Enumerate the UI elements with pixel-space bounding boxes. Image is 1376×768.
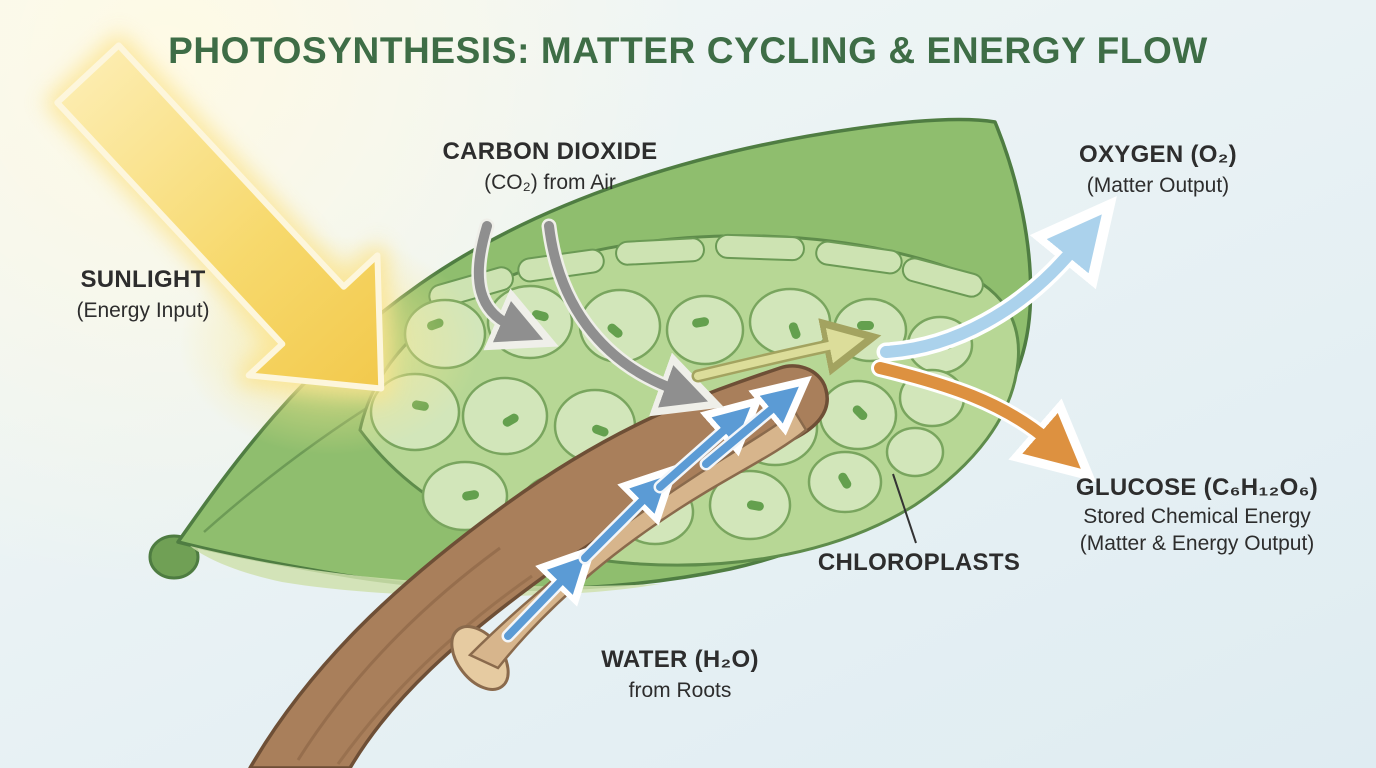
stem-grain-2 xyxy=(336,574,533,765)
carbon-dioxide-name: CARBON DIOXIDE xyxy=(442,138,658,165)
carbon-dioxide-sub: (CO₂) from Air xyxy=(484,171,616,194)
label-glucose: GLUCOSE (C₆H₁₂O₆) Stored Chemical Energy… xyxy=(1027,474,1367,556)
stem-grain-1 xyxy=(296,546,501,761)
oxygen-arrow xyxy=(876,196,1117,362)
water-sub: from Roots xyxy=(628,679,732,702)
glucose-arrow xyxy=(871,359,1097,483)
chloroplast-pointer-line xyxy=(892,473,917,544)
label-oxygen: OXYGEN (O₂) (Matter Output) xyxy=(1023,141,1293,198)
label-carbon-dioxide: CARBON DIOXIDE (CO₂) from Air xyxy=(395,138,705,195)
glucose-sub2: (Matter & Energy Output) xyxy=(1079,532,1315,555)
sunlight-arrow xyxy=(46,34,480,455)
label-water: WATER (H₂O) from Roots xyxy=(545,646,815,703)
oxygen-name: OXYGEN (O₂) xyxy=(1079,141,1237,168)
leaf-underside-strip xyxy=(190,546,660,597)
glucose-sub1: Stored Chemical Energy xyxy=(1083,505,1311,528)
oxygen-sub: (Matter Output) xyxy=(1086,174,1230,197)
sunlight-sub: (Energy Input) xyxy=(76,299,210,322)
label-chloroplasts: CHLOROPLASTS xyxy=(789,549,1049,577)
sunlight-name: SUNLIGHT xyxy=(80,266,206,293)
water-flow-arrows xyxy=(501,375,812,643)
reaction-arrow xyxy=(691,318,882,383)
chloroplasts-name: CHLOROPLASTS xyxy=(817,549,1021,576)
co2-arrows xyxy=(471,218,724,417)
water-name: WATER (H₂O) xyxy=(601,646,759,673)
leaf-stub xyxy=(148,534,200,580)
glucose-name: GLUCOSE (C₆H₁₂O₆) xyxy=(1075,474,1319,501)
diagram-title: PHOTOSYNTHESIS: MATTER CYCLING & ENERGY … xyxy=(168,30,1208,71)
label-sunlight: SUNLIGHT (Energy Input) xyxy=(18,266,268,323)
